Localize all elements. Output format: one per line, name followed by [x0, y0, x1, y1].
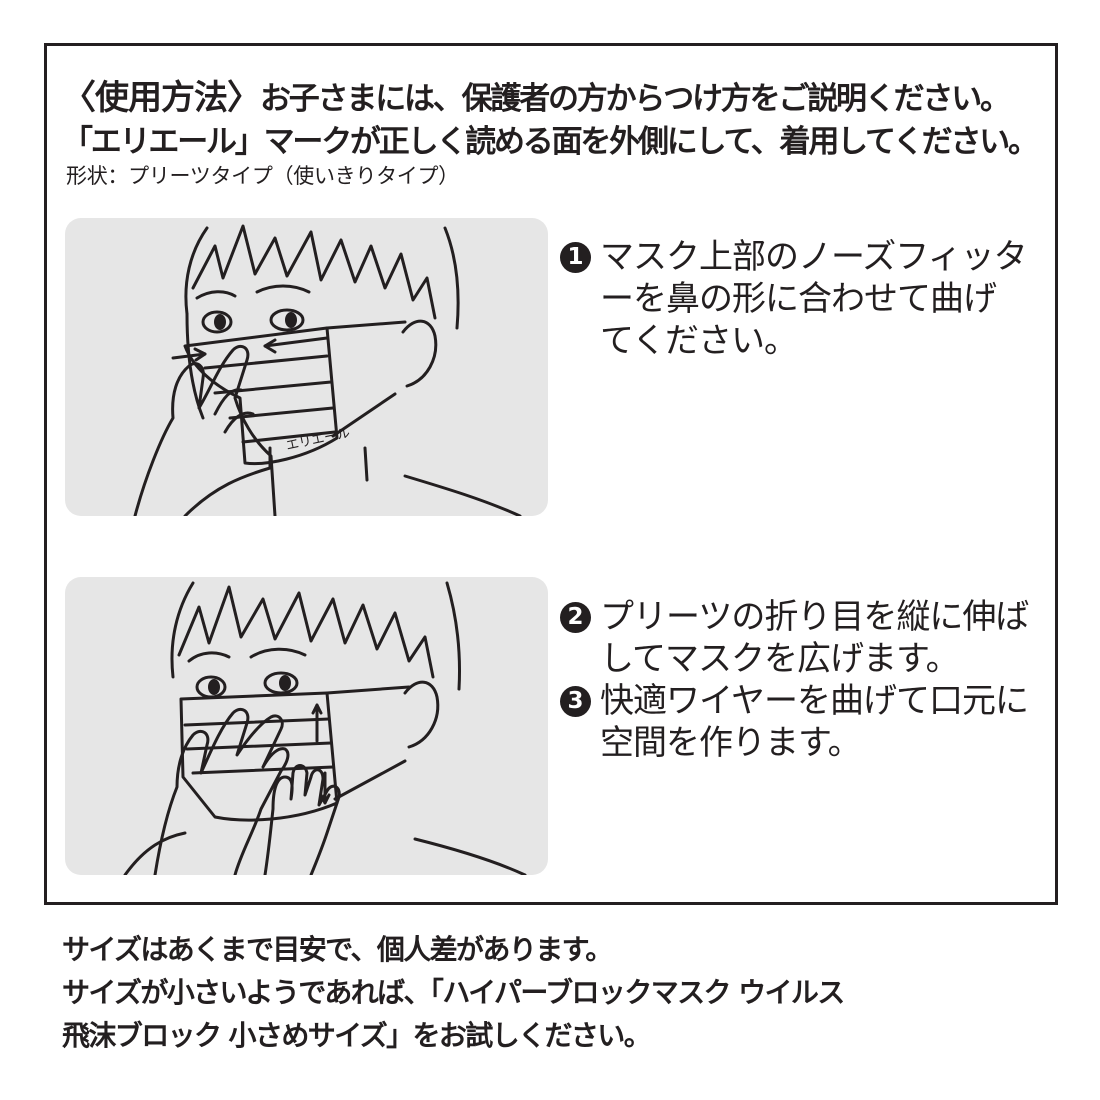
step-2-line-2: してマスクを広げます。: [600, 639, 960, 679]
usage-line-2: 「エリエール」マークが正しく読める面を外側にして、着用してください。: [62, 124, 1039, 160]
step-2-number-badge: 2: [560, 602, 591, 633]
shape-note: 形状：プリーツタイプ（使いきりタイプ）: [66, 164, 459, 188]
step-3-line-1: 快適ワイヤーを曲げて口元に: [600, 681, 1029, 721]
usage-line-1: お子さまには、保護者の方からつけ方をご説明ください。: [260, 81, 1011, 117]
step-2-3-text: 2 プリーツの折り目を縦に伸ば してマスクを広げます。 3 快適ワイヤーを曲げて…: [560, 596, 1060, 764]
size-note-line-3: 飛沫ブロック 小さめサイズ」をお試しください。: [62, 1019, 652, 1052]
step-3-line-2: 空間を作ります。: [600, 723, 862, 763]
step-2-line-1: プリーツの折り目を縦に伸ば: [600, 597, 1029, 637]
usage-title: 〈使用方法〉: [62, 78, 261, 118]
size-note-line-1: サイズはあくまで目安で、個人差があります。: [62, 933, 613, 966]
usage-header: 〈使用方法〉お子さまには、保護者の方からつけ方をご説明ください。: [62, 70, 1011, 119]
size-note: サイズはあくまで目安で、個人差があります。 サイズが小さいようであれば、「ハイパ…: [62, 928, 845, 1057]
step-1-line-2: ーを鼻の形に合わせて曲げ: [600, 279, 997, 319]
step-1-number-badge: 1: [560, 242, 591, 273]
step-2: 2 プリーツの折り目を縦に伸ば してマスクを広げます。: [560, 596, 1060, 680]
illustration-step-1: エリエール: [65, 218, 548, 516]
step-3-number-badge: 3: [560, 686, 591, 717]
illustration-step-2-3: [65, 577, 548, 875]
size-note-line-2: サイズが小さいようであれば、「ハイパーブロックマスク ウイルス: [62, 976, 845, 1009]
child-nose-fitter-illustration: エリエール: [133, 224, 522, 516]
child-pleat-spread-illustration: [123, 581, 527, 875]
instructions-frame: [44, 43, 1058, 905]
step-3: 3 快適ワイヤーを曲げて口元に 空間を作ります。: [560, 680, 1060, 764]
step-1-text: 1 マスク上部のノーズフィッタ ーを鼻の形に合わせて曲げ てください。: [560, 236, 1060, 362]
step-1-line-3: てください。: [600, 321, 798, 361]
step-1-line-1: マスク上部のノーズフィッタ: [600, 237, 1028, 277]
